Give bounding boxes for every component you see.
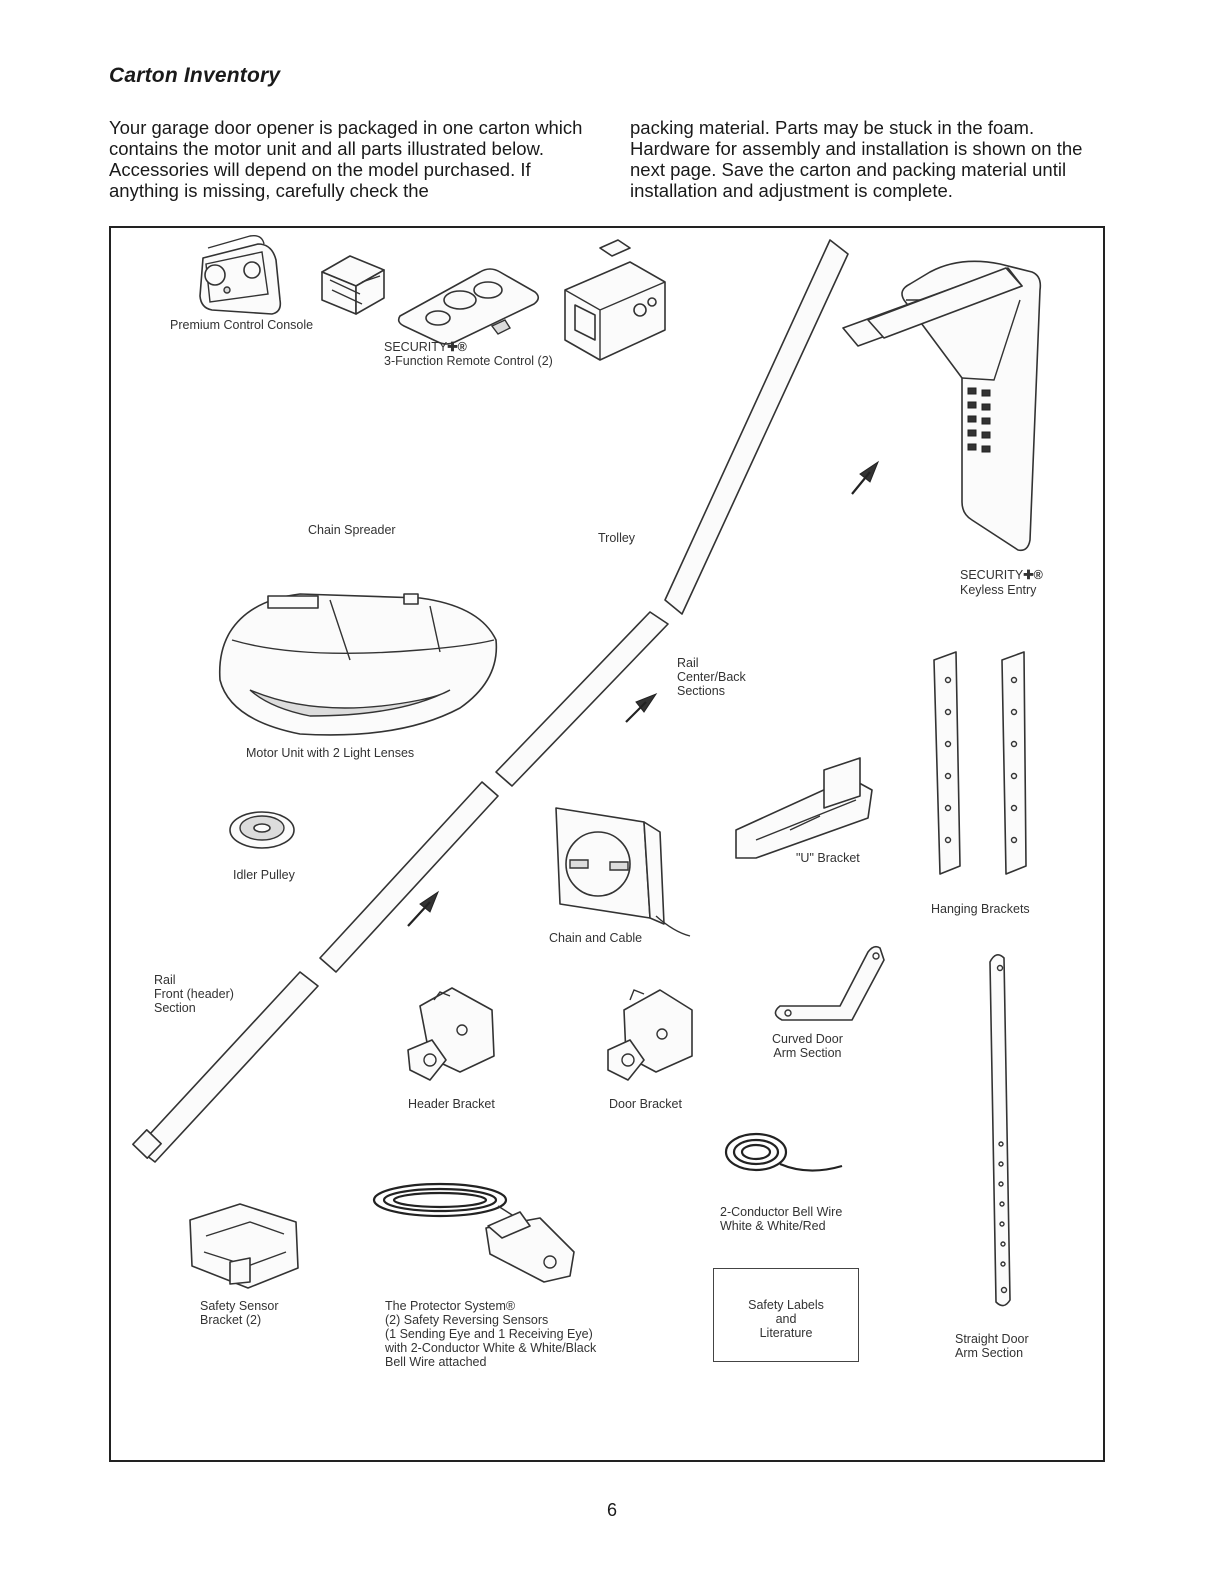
remote-control-icon xyxy=(397,268,540,345)
label-chain-cable: Chain and Cable xyxy=(549,931,643,945)
idler-pulley-icon xyxy=(229,811,295,849)
keyless-entry-icon xyxy=(901,260,1042,552)
label-remote-desc: 3-Function Remote Control (2) xyxy=(384,354,553,368)
straight-door-arm-icon xyxy=(989,954,1011,1307)
rail-sections-icon xyxy=(132,239,1023,1163)
intro-paragraph-right: packing material. Parts may be stuck in … xyxy=(630,117,1083,201)
control-console-icon xyxy=(199,234,282,315)
direction-arrows-icon xyxy=(407,460,880,927)
label-remote-brand: SECURITY✚® xyxy=(384,340,467,354)
safety-labels-box xyxy=(713,1268,859,1362)
u-bracket-icon xyxy=(735,757,873,859)
chain-spreader-icon xyxy=(321,255,385,315)
motor-unit-icon xyxy=(218,593,498,736)
label-safety-labels: Safety Labels and Literature xyxy=(748,1298,824,1340)
trolley-icon xyxy=(564,239,666,361)
intro-paragraph-left: Your garage door opener is packaged in o… xyxy=(109,117,583,201)
label-header-bracket: Header Bracket xyxy=(408,1097,495,1111)
protector-system-icon xyxy=(372,1182,575,1283)
label-motor-unit: Motor Unit with 2 Light Lenses xyxy=(246,746,415,760)
header-bracket-icon xyxy=(407,987,495,1081)
label-protector-system: The Protector System® (2) Safety Reversi… xyxy=(385,1299,597,1369)
label-trolley: Trolley xyxy=(598,531,636,545)
label-bell-wire: 2-Conductor Bell Wire White & White/Red xyxy=(720,1205,843,1233)
label-safety-sensor-bracket: Safety Sensor Bracket (2) xyxy=(200,1299,279,1327)
page-number: 6 xyxy=(606,1500,617,1520)
inventory-frame xyxy=(109,226,1105,1462)
label-control-console: Premium Control Console xyxy=(170,318,314,332)
chain-and-cable-icon xyxy=(555,807,691,937)
hanging-brackets-icon xyxy=(933,651,1027,875)
label-keyless-desc: Keyless Entry xyxy=(960,583,1037,597)
label-chain-spreader: Chain Spreader xyxy=(308,523,396,537)
label-rail-front: Rail Front (header) Section xyxy=(154,973,234,1015)
page-title: Carton Inventory xyxy=(109,64,281,87)
safety-sensor-bracket-icon xyxy=(189,1203,299,1289)
label-keyless-brand: SECURITY✚® xyxy=(960,568,1043,582)
label-hanging-brackets: Hanging Brackets xyxy=(931,902,1030,916)
label-u-bracket: "U" Bracket xyxy=(796,851,860,865)
label-idler-pulley: Idler Pulley xyxy=(233,868,295,882)
bell-wire-icon xyxy=(724,1132,843,1172)
label-door-bracket: Door Bracket xyxy=(609,1097,682,1111)
curved-door-arm-icon xyxy=(774,945,885,1021)
label-curved-arm: Curved Door Arm Section xyxy=(772,1032,843,1060)
door-bracket-icon xyxy=(607,989,693,1081)
label-straight-arm: Straight Door Arm Section xyxy=(955,1332,1029,1360)
label-rail-center: Rail Center/Back Sections xyxy=(677,656,746,698)
